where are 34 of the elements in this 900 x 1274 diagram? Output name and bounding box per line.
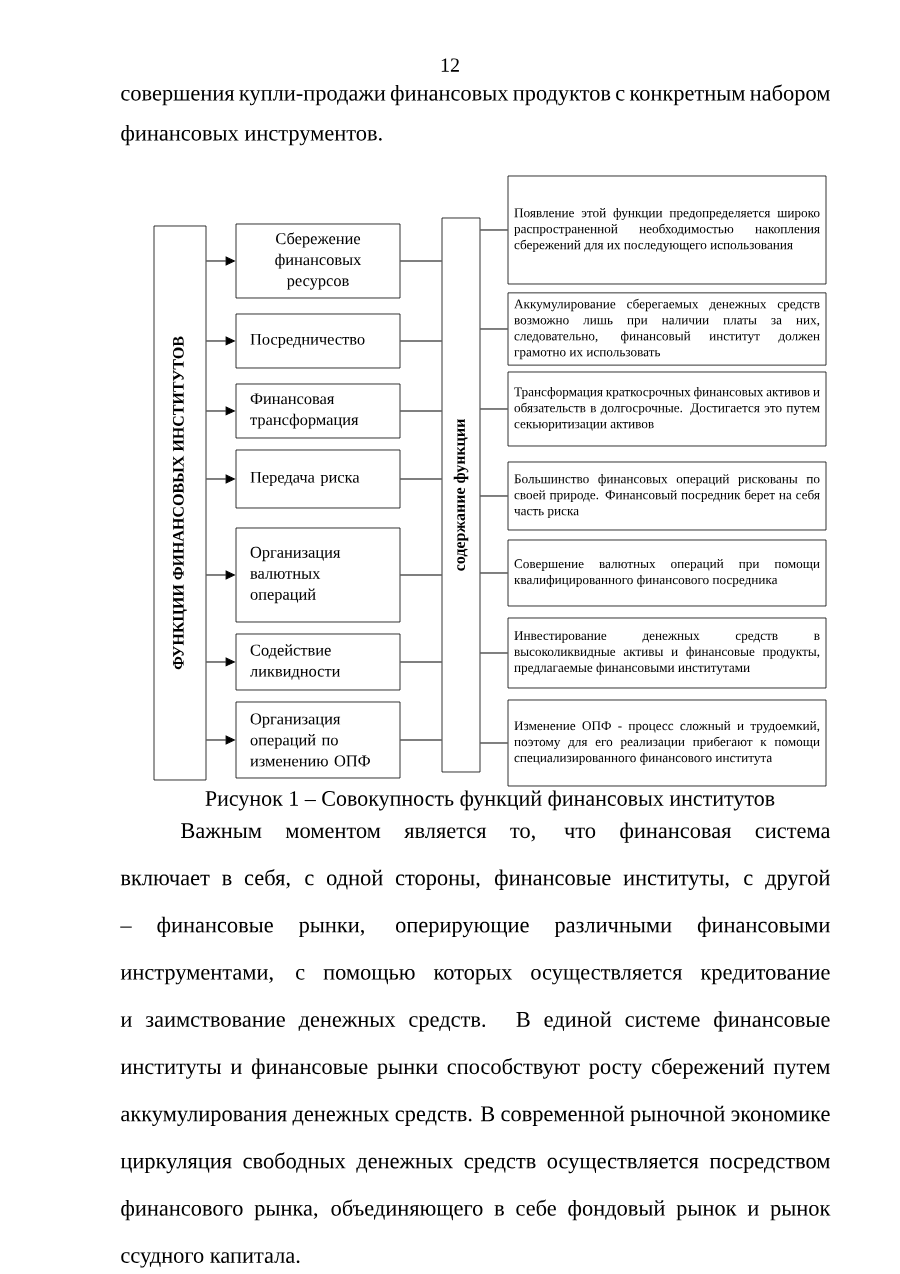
paragraph: совершения купли-продажи финансовых продуктов с конкретным набором финансовых инструментов. — [121, 84, 830, 146]
connector — [399, 340, 443, 342]
vertical-box: содержание функции — [441, 217, 481, 773]
function-box: Организация валютных операций — [235, 527, 401, 623]
function-box: Содействие ликвидности — [235, 633, 401, 691]
connector — [205, 336, 235, 346]
connector — [479, 328, 509, 330]
connector — [205, 570, 235, 580]
connector — [479, 408, 509, 410]
connector — [399, 478, 443, 480]
connector — [205, 657, 235, 667]
connector — [399, 661, 443, 663]
connector — [479, 652, 509, 654]
function-box: Финансовая трансформация — [235, 383, 401, 439]
function-box: Организация операций по изменению ОПФ — [235, 701, 401, 779]
function-box: Посредничество — [235, 313, 401, 369]
connector — [205, 406, 235, 416]
connector — [399, 739, 443, 741]
connector — [205, 256, 235, 266]
connector — [399, 260, 443, 262]
paragraph: Важным моментом является то, что финансовая система включает в себя, с одной стороны, финансовые институты, с другой – финансовые рынки, оперирующие различными финансовыми инструментами, с помощью которых осуществляется кредитование и заимствование денежных средств. В единой системе финансовые институты и финансовые рынки способствуют росту сбережений путем аккумулирования денежных средств. В современной рыночной экономике циркуляция свободных денежных средств осуществляется посредством финансового рынка, объединяющего в себе фондовый рынок и рынок ссудного капитала. — [120, 822, 831, 1268]
connector — [399, 574, 443, 576]
page-number: 12 — [441, 58, 459, 72]
function-box: Передача риска — [235, 449, 401, 509]
vertical-box: ФУНКЦИИ ФИНАНСОВЫХ ИНСТИТУТОВ — [153, 225, 207, 781]
connector — [479, 229, 509, 231]
connector — [479, 572, 509, 574]
connector — [479, 742, 509, 744]
connector — [479, 495, 509, 497]
connector — [205, 735, 235, 745]
function-box: Сбережение финансовых ресурсов — [235, 223, 401, 299]
figure-caption: Рисунок 1 – Совокупность функций финансовых институтов — [205, 790, 775, 811]
connector — [205, 474, 235, 484]
connector — [399, 410, 443, 412]
